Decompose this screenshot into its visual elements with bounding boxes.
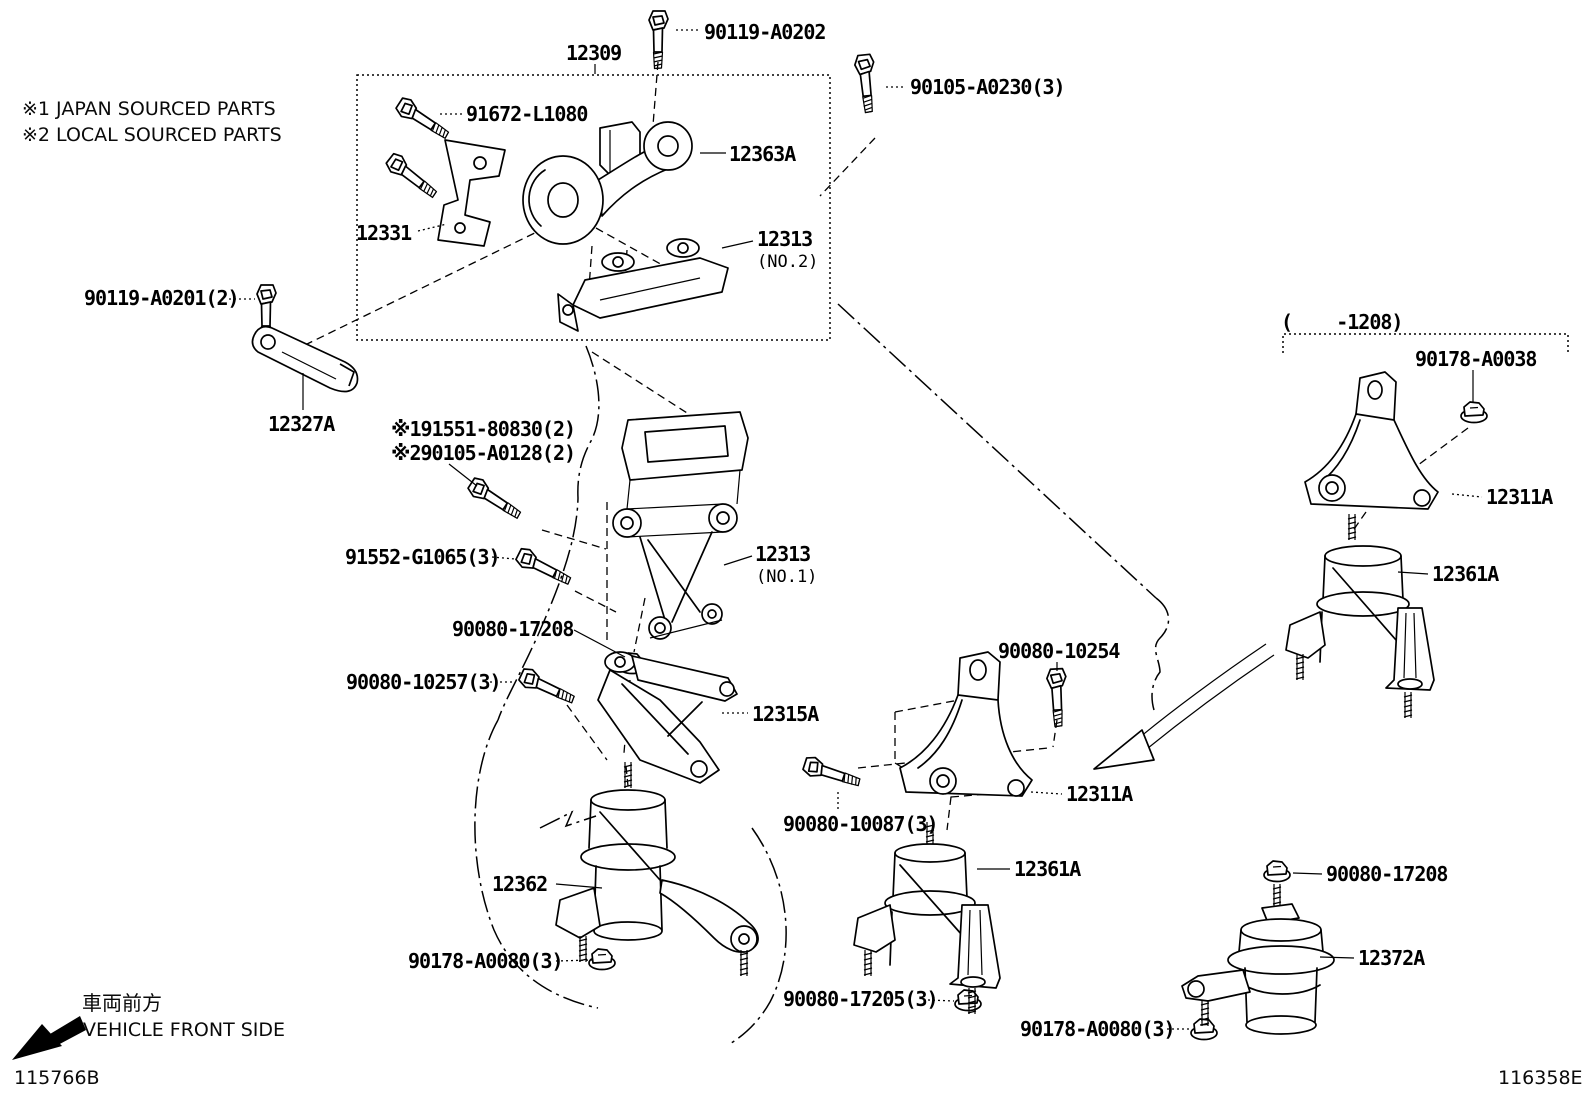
note-japan-sourced: ※1 JAPAN SOURCED PARTS — [22, 98, 276, 120]
part-label-12362: 12362 — [492, 872, 547, 896]
vehicle-front-label-jp: 車両前方 — [82, 991, 162, 1015]
part-12331-bracket — [437, 139, 506, 247]
part-label-12313-no2: 12313 — [757, 227, 812, 251]
part-label-12327a: 12327A — [268, 412, 335, 436]
part-12361a-mount-middle — [853, 821, 1001, 1015]
vehicle-front-label-en: VEHICLE FRONT SIDE — [83, 1019, 285, 1041]
part-12313-no1-bracket — [612, 411, 749, 640]
part-label-12315a: 12315A — [752, 702, 819, 726]
part-12313-no2-bracket — [557, 238, 729, 332]
part-12362-engine-mount — [555, 761, 759, 977]
part-label-90178-a0080-left: 90178-A0080(3) — [408, 949, 563, 973]
nut-icon — [1263, 860, 1291, 883]
part-label-90080-10257: 90080-10257(3) — [346, 670, 501, 694]
part-label-12331: 12331 — [356, 221, 412, 245]
bolt-icon — [1045, 667, 1070, 728]
part-label-12311a-right: 12311A — [1486, 485, 1553, 509]
part-label-12372a: 12372A — [1358, 946, 1425, 970]
part-12361a-mount-right — [1285, 513, 1435, 719]
nut-icon — [588, 948, 616, 971]
part-12311a-stay-middle — [899, 651, 1033, 797]
part-12363a-torque-rod — [522, 121, 693, 245]
bolt-icon — [465, 474, 526, 524]
part-12311a-stay-right — [1304, 371, 1439, 510]
production-range-bracket — [1282, 333, 1569, 353]
part-label-12361a-right: 12361A — [1432, 562, 1499, 586]
part-label-91552-g1065: 91552-G1065(3) — [345, 545, 500, 569]
part-label-90080-10254: 90080-10254 — [998, 639, 1120, 663]
part-label-90080-17208-left: 90080-17208 — [452, 617, 573, 641]
bolt-icon — [393, 94, 454, 144]
bolt-icon — [516, 665, 579, 709]
production-range-label: ( -1208) — [1281, 310, 1402, 334]
diagram-code-left: 115766B — [14, 1067, 100, 1089]
part-label-12309: 12309 — [566, 41, 621, 65]
part-label-90105-a0230: 90105-A0230(3) — [910, 75, 1065, 99]
note-local-sourced: ※2 LOCAL SOURCED PARTS — [22, 124, 282, 146]
nut-icon — [1460, 401, 1488, 424]
bolt-icon — [853, 53, 880, 115]
part-label-90178-a0038: 90178-A0038 — [1415, 347, 1536, 371]
bolt-icon — [800, 754, 864, 792]
diagram-code-right: 116358E — [1498, 1067, 1583, 1089]
part-label-90119-a0201: 90119-A0201(2) — [84, 286, 239, 310]
part-label-90080-17208-right: 90080-17208 — [1326, 862, 1447, 886]
part-label-90080-10087: 90080-10087(3) — [783, 812, 938, 836]
direction-arrow-to-mount — [1093, 643, 1275, 770]
vehicle-front-arrow — [12, 1016, 86, 1060]
part-label-90178-a0080-right: 90178-A0080(3) — [1020, 1017, 1175, 1041]
part-label-90080-17205: 90080-17205(3) — [783, 987, 938, 1011]
bolt-icon — [382, 150, 442, 203]
part-sublabel-no2: (NO.2) — [757, 252, 818, 272]
part-12327a-arm — [251, 325, 359, 393]
nut-icon — [1190, 1018, 1218, 1041]
engine-outline — [474, 303, 1170, 1046]
leader-lines — [229, 29, 1483, 1030]
bolt-icon — [648, 10, 669, 70]
part-label-191551-80830: ※191551-80830(2) — [391, 417, 575, 441]
part-label-90119-a0202: 90119-A0202 — [704, 20, 825, 44]
part-label-12363a: 12363A — [729, 142, 796, 166]
part-label-290105-a0128: ※290105-A0128(2) — [391, 441, 575, 465]
fasteners — [256, 10, 1488, 1041]
assembly-group-box-12309 — [356, 74, 831, 341]
part-label-12311a-middle: 12311A — [1066, 782, 1133, 806]
part-sublabel-no1: (NO.1) — [756, 567, 817, 587]
part-label-91672-l1080: 91672-L1080 — [466, 102, 587, 126]
part-12315a-bracket — [597, 651, 738, 784]
part-12372a-mount — [1181, 883, 1335, 1035]
part-label-12361a-middle: 12361A — [1014, 857, 1081, 881]
part-label-12313-no1: 12313 — [755, 542, 810, 566]
